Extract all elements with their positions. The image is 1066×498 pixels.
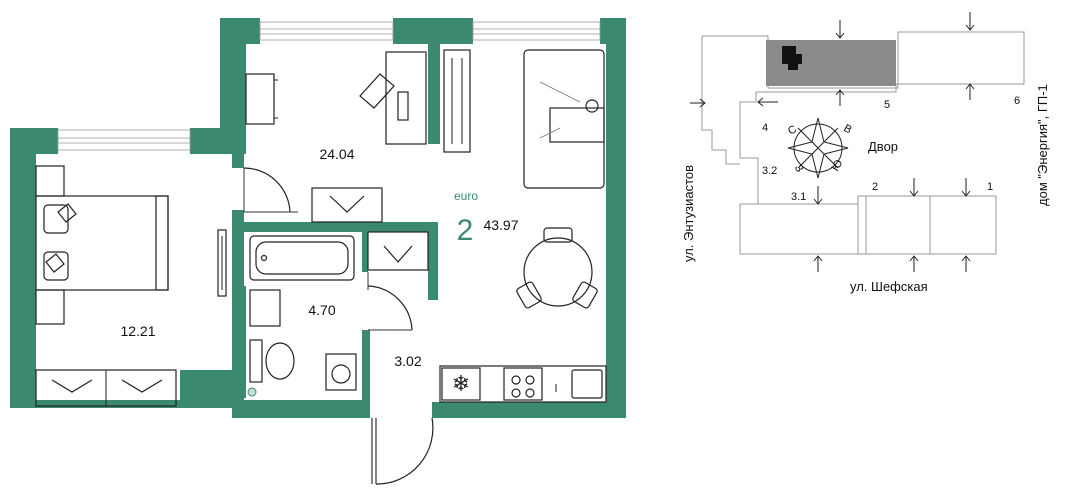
courtyard-label: Двор xyxy=(868,139,898,154)
window-living-right xyxy=(472,21,601,41)
compass-south: Ю xyxy=(829,158,845,174)
entrance-arrows xyxy=(690,12,975,272)
sideboard-living xyxy=(245,73,278,125)
section-number: 3.1 xyxy=(791,191,806,203)
street-west-label: ул. Энтузиастов xyxy=(681,165,696,262)
sofa xyxy=(523,49,605,189)
section-number: 6 xyxy=(1014,95,1020,107)
sink xyxy=(249,289,281,327)
wall-north-left xyxy=(220,18,260,44)
apartment-type-label: euro xyxy=(454,189,478,203)
section-number: 1 xyxy=(987,181,993,193)
wall-inner-bath-left xyxy=(244,286,246,398)
door-entrance xyxy=(371,417,434,485)
nightstand-top xyxy=(35,165,65,197)
compass-east: В xyxy=(841,122,853,136)
wall-interior-bath-divider xyxy=(362,232,368,272)
wall-interior-bath-top xyxy=(232,222,438,232)
kitchen-counter xyxy=(439,365,607,403)
compass-rose-icon xyxy=(787,117,849,179)
window-living-left xyxy=(259,21,394,41)
door-bedroom xyxy=(243,167,298,213)
wall-east xyxy=(606,18,626,418)
wall-interior-kitchen-north xyxy=(428,18,440,144)
nightstand-bottom xyxy=(35,289,65,325)
building-outline-west xyxy=(701,36,740,165)
area-living-kitchen: 24.04 xyxy=(319,146,354,162)
section-number: 4 xyxy=(762,122,768,134)
room-count: 2 xyxy=(457,214,474,247)
tv-bedroom xyxy=(217,229,227,297)
wall-north-bedroom-left xyxy=(10,128,58,154)
building-outline xyxy=(702,31,1025,255)
desk xyxy=(359,51,427,145)
wardrobe-bedroom xyxy=(35,369,177,407)
compass-west: З xyxy=(792,163,806,175)
door-bathroom xyxy=(367,272,413,331)
wall-south-kitchen xyxy=(432,402,626,418)
floor-drain-icon xyxy=(247,387,257,397)
wall-interior-bath-right xyxy=(428,232,438,300)
area-bedroom: 12.21 xyxy=(120,323,155,339)
snowflake-icon: ❄ xyxy=(452,372,470,397)
bed xyxy=(35,195,169,291)
wall-corner-bedroom xyxy=(180,370,234,408)
apartment-marker-icon xyxy=(782,46,802,70)
wall-interior-bedroom-top xyxy=(232,154,244,168)
dining-table xyxy=(516,227,598,309)
window-bedroom xyxy=(57,129,191,151)
area-hallway: 3.02 xyxy=(394,353,421,369)
area-bathroom: 4.70 xyxy=(308,302,335,318)
site-plan: С В Ю З Двор ул. Шефская ул. Энтузиастов… xyxy=(681,12,1050,294)
wardrobe-living xyxy=(311,187,383,223)
wardrobe-hall xyxy=(367,231,429,271)
wall-interior-hall-left xyxy=(362,330,370,418)
toilet xyxy=(249,339,295,383)
bathtub xyxy=(249,235,355,281)
section-number: 3.2 xyxy=(762,165,777,177)
total-area: 43.97 xyxy=(483,217,518,233)
washing-machine xyxy=(325,353,357,391)
tv-living xyxy=(443,49,471,153)
building-east-label: дом "Энергия", ГП-1 xyxy=(1035,84,1050,206)
street-south-label: ул. Шефская xyxy=(850,279,928,294)
wall-west xyxy=(10,128,36,408)
wall-interior-bedroom-right xyxy=(232,210,244,400)
section-number: 2 xyxy=(872,181,878,193)
wall-south-bedroom xyxy=(10,400,180,408)
floor-plan: ❄ 24.04 12.21 4.70 3.02 euro 2 43.97 xyxy=(10,18,626,485)
section-number: 5 xyxy=(884,99,890,111)
wall-south-bath xyxy=(232,400,364,418)
